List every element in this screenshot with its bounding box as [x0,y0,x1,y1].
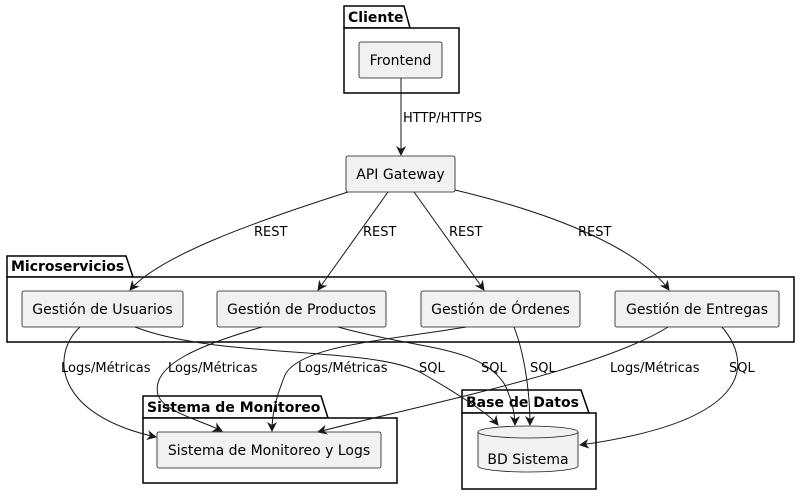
edge-gateway-productos-label: REST [363,225,396,240]
edge-entregas-logs-label: Logs/Métricas [610,361,700,376]
edge-productos-logs: Logs/Métricas [156,326,263,432]
edge-productos-logs-label: Logs/Métricas [168,361,258,376]
edge-ordenes-logs: Logs/Métricas [267,326,467,432]
component-monitoreo-logs: Sistema de Monitoreo y Logs [156,431,382,469]
edge-usuarios-logs-label: Logs/Métricas [61,361,151,376]
edge-gateway-entregas-label: REST [578,225,611,240]
edge-gateway-usuarios: REST [129,191,349,291]
component-usuarios: Gestión de Usuarios [21,290,184,328]
package-base-datos-title: Base de Datos [466,395,579,411]
edge-usuarios-logs: Logs/Métricas [61,326,157,440]
component-entregas: Gestión de Entregas [614,290,780,328]
edge-frontend-gateway-label: HTTP/HTTPS [403,111,482,126]
edge-entregas-sql: SQL [579,326,755,449]
edge-frontend-gateway: HTTP/HTTPS [396,78,482,156]
component-entregas-label: Gestión de Entregas [626,302,768,318]
edge-gateway-ordenes-label: REST [449,225,482,240]
database-bd-sistema: BD Sistema [477,425,579,473]
component-ordenes-label: Gestión de Órdenes [431,300,570,318]
edge-entregas-sql-label: SQL [729,361,755,376]
component-frontend-label: Frontend [370,53,432,69]
package-monitoreo-title: Sistema de Monitoreo [147,400,321,416]
database-bd-label: BD Sistema [487,452,568,468]
edge-usuarios-sql: SQL [134,326,499,426]
edge-gateway-usuarios-label: REST [254,225,287,240]
edge-ordenes-sql: SQL [513,326,556,426]
edge-gateway-entregas: REST [454,189,670,291]
component-frontend: Frontend [358,41,443,79]
edge-productos-sql: SQL [337,326,520,426]
component-api-gateway-label: API Gateway [356,167,444,183]
component-monitoreo-logs-label: Sistema de Monitoreo y Logs [168,443,370,459]
package-cliente-title: Cliente [348,10,404,26]
edge-productos-sql-label: SQL [481,361,507,376]
component-usuarios-label: Gestión de Usuarios [32,302,172,318]
edge-ordenes-logs-label: Logs/Métricas [298,361,388,376]
component-ordenes: Gestión de Órdenes [420,290,581,328]
edge-ordenes-sql-label: SQL [530,361,556,376]
edge-usuarios-sql-label: SQL [419,361,445,376]
component-productos-label: Gestión de Productos [227,302,376,318]
package-microservicios-title: Microservicios [11,259,124,275]
component-api-gateway: API Gateway [345,155,456,193]
edge-gateway-ordenes: REST [413,191,485,291]
component-productos: Gestión de Productos [216,290,387,328]
edge-gateway-productos: REST [317,191,396,291]
